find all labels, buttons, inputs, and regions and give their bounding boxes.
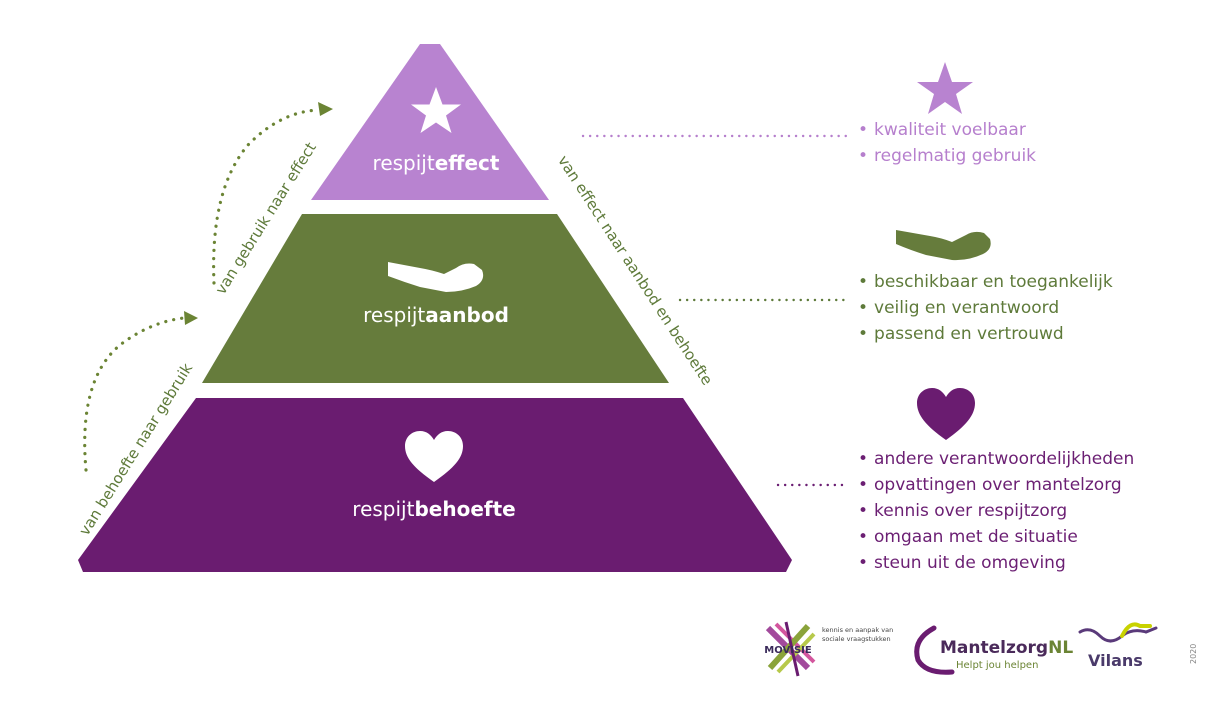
- list-item: opvattingen over mantelzorg: [858, 472, 1134, 498]
- list-item: kwaliteit voelbaar: [858, 117, 1036, 143]
- heart-icon: [405, 431, 463, 482]
- star-icon-right: [917, 62, 973, 114]
- list-item: beschikbaar en toegankelijk: [858, 269, 1113, 295]
- movisie-tagline-2: sociale vraagstukken: [822, 635, 891, 643]
- year-label: 2020: [1189, 644, 1198, 664]
- movisie-tagline-1: kennis en aanpak van: [822, 626, 893, 634]
- arrowhead-lower: [184, 311, 198, 325]
- pyramid-layer-behoefte: [78, 398, 792, 572]
- star-icon: [411, 87, 461, 133]
- hand-icon-right: [896, 230, 991, 261]
- vilans-logo-accent: [1120, 622, 1152, 638]
- list-item: kennis over respijtzorg: [858, 498, 1134, 524]
- label-aanbod: respijtaanbod: [363, 303, 509, 327]
- heart-icon-right: [917, 388, 975, 440]
- movisie-logo-text: MOVISIE: [764, 645, 812, 656]
- list-effect: kwaliteit voelbaar regelmatig gebruik: [858, 117, 1036, 169]
- list-item: andere verantwoordelijkheden: [858, 446, 1134, 472]
- list-item: passend en vertrouwd: [858, 321, 1113, 347]
- list-item: omgaan met de situatie: [858, 524, 1134, 550]
- vilans-logo-text: Vilans: [1088, 651, 1143, 670]
- mantelzorg-tagline: Helpt jou helpen: [956, 660, 1038, 671]
- list-item: steun uit de omgeving: [858, 550, 1134, 576]
- list-aanbod: beschikbaar en toegankelijk veilig en ve…: [858, 269, 1113, 347]
- mantelzorg-logo-arc: [914, 625, 955, 675]
- movisie-logo-icon: [765, 621, 816, 677]
- hand-icon: [388, 262, 484, 292]
- mantelzorg-logo-text: MantelzorgNL: [940, 638, 1073, 658]
- arrowhead-upper: [318, 102, 333, 116]
- list-item: regelmatig gebruik: [858, 143, 1036, 169]
- list-item: veilig en verantwoord: [858, 295, 1113, 321]
- dotted-arrow-lower: [83, 316, 186, 472]
- pyramid-layer-aanbod: [202, 214, 669, 383]
- vilans-logo-figure: [1078, 626, 1158, 643]
- label-effect: respijteffect: [373, 151, 500, 175]
- list-behoefte: andere verantwoordelijkheden opvattingen…: [858, 446, 1134, 576]
- label-behoefte: respijtbehoefte: [352, 497, 515, 521]
